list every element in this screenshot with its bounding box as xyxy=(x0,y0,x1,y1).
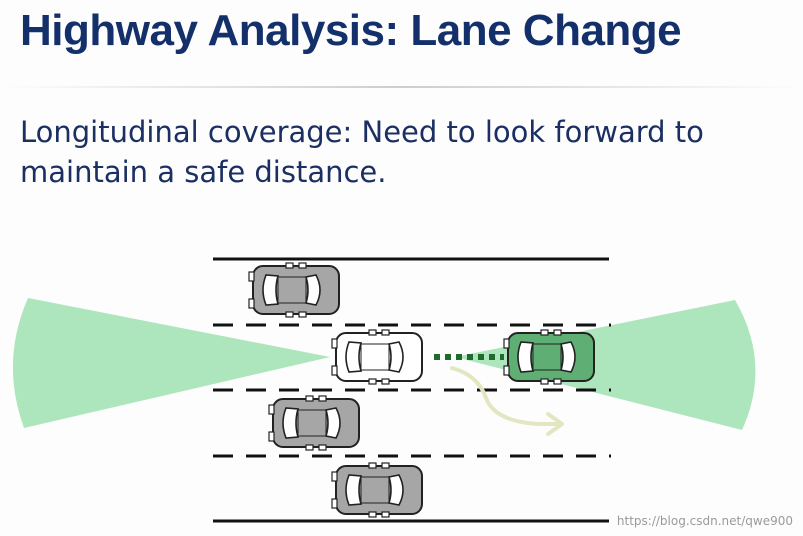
ego-car xyxy=(331,329,423,385)
other-car-middle xyxy=(268,395,360,451)
title-divider xyxy=(0,86,803,88)
lane-change-diagram xyxy=(12,257,756,523)
watermark-text: https://blog.csdn.net/qwe900 xyxy=(616,514,793,528)
front-sensor-cone xyxy=(455,300,756,430)
rear-sensor-cone xyxy=(12,298,331,428)
lane-change-arrow xyxy=(450,366,560,426)
lead-car xyxy=(503,329,595,385)
slide-body-text: Longitudinal coverage: Need to look forw… xyxy=(20,115,704,189)
other-car-bottom xyxy=(331,462,423,518)
slide-title: Highway Analysis: Lane Change xyxy=(20,6,682,55)
other-car-top xyxy=(248,262,340,318)
lane-change-arrowhead xyxy=(546,412,564,436)
